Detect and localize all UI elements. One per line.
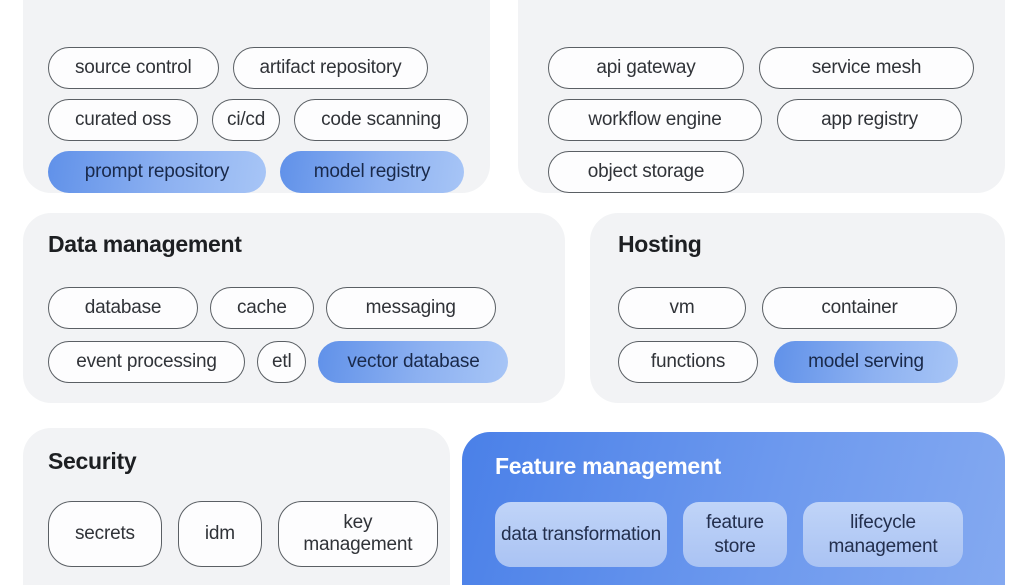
pill-etl: etl — [257, 341, 307, 383]
pill-workflow-engine: workflow engine — [548, 99, 762, 141]
pill-curated-oss: curated oss — [48, 99, 199, 141]
pill-object-storage: object storage — [548, 151, 744, 193]
pill-functions: functions — [618, 341, 758, 383]
pill-model-serving: model serving — [774, 341, 958, 383]
pill-vector-database: vector database — [318, 341, 509, 383]
card-hosting: Hosting vm container functions model ser… — [590, 213, 1005, 403]
card-title-feature-management: Feature management — [495, 453, 721, 479]
pill-data-transformation: data transformation — [495, 502, 667, 567]
pill-key-management: key management — [277, 501, 438, 567]
pill-ci-cd: ci/cd — [212, 99, 281, 141]
card-services: api gateway service mesh workflow engine… — [518, 0, 1005, 193]
pill-event-processing: event processing — [48, 341, 245, 383]
pill-secrets: secrets — [48, 501, 162, 567]
pill-idm: idm — [177, 501, 262, 567]
pill-feature-store: feature store — [683, 502, 787, 567]
pill-model-registry: model registry — [280, 151, 464, 193]
card-software-delivery: source control artifact repository curat… — [23, 0, 490, 193]
pill-vm: vm — [618, 287, 746, 329]
pill-app-registry: app registry — [777, 99, 962, 141]
pill-service-mesh: service mesh — [759, 47, 974, 89]
card-title-security: Security — [48, 448, 137, 474]
pill-database: database — [48, 287, 198, 329]
pill-messaging: messaging — [325, 287, 496, 329]
card-title-data-management: Data management — [48, 231, 242, 257]
pill-prompt-repository: prompt repository — [48, 151, 266, 193]
card-data-management: Data management database cache messaging… — [23, 213, 565, 403]
pill-container: container — [762, 287, 957, 329]
pill-source-control: source control — [48, 47, 219, 89]
pill-api-gateway: api gateway — [548, 47, 744, 89]
pill-cache: cache — [210, 287, 314, 329]
card-feature-management: Feature management data transformation f… — [462, 432, 1005, 585]
pill-artifact-repository: artifact repository — [232, 47, 429, 89]
card-title-hosting: Hosting — [618, 231, 702, 257]
pill-code-scanning: code scanning — [294, 99, 469, 141]
card-security: Security secrets idm key management — [23, 428, 450, 585]
pill-lifecycle-management: lifecycle management — [803, 502, 963, 567]
